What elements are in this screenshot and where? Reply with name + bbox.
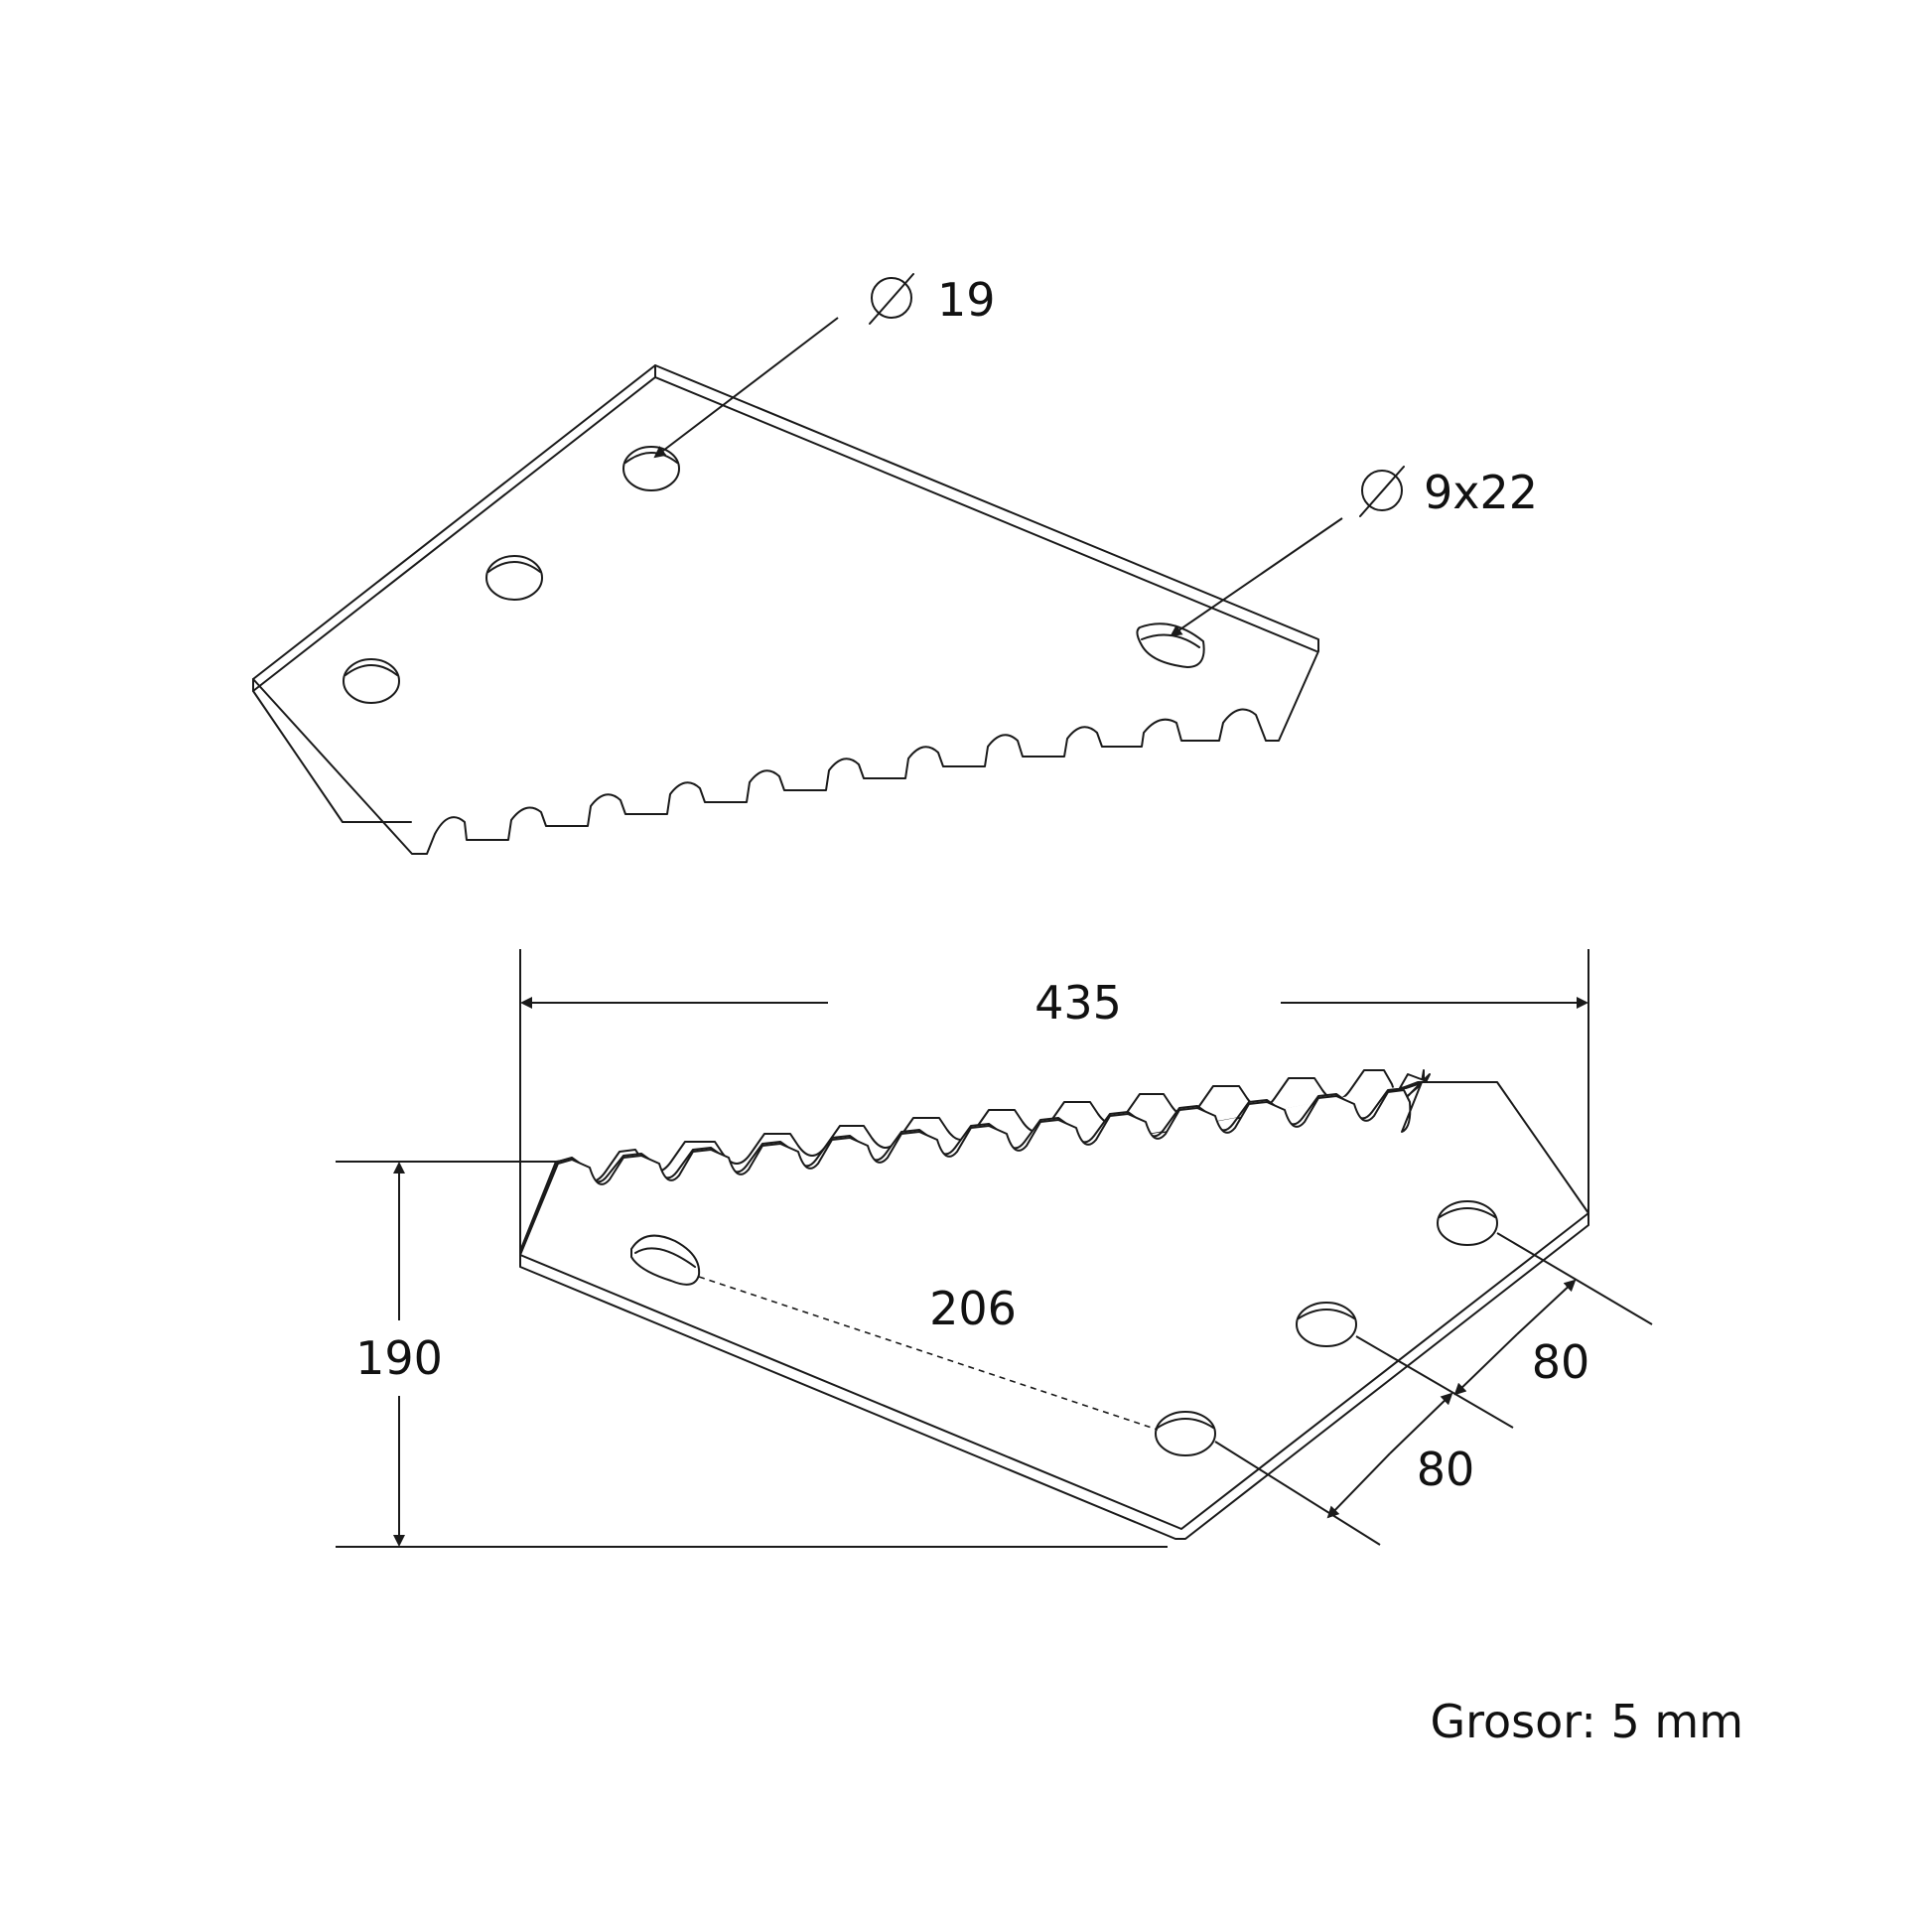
- extension-line-hole-3: [1496, 1232, 1653, 1325]
- dimension-80-pair: 80 80: [1214, 1232, 1653, 1546]
- dimension-label-435: 435: [1035, 976, 1122, 1030]
- dimension-arrow-80b-end: [1516, 1279, 1577, 1335]
- callout-label-19: 19: [937, 273, 996, 327]
- leader-line-9x22: [1170, 517, 1343, 637]
- extension-line-hole-2: [1355, 1335, 1514, 1429]
- dimension-label-190: 190: [355, 1331, 443, 1385]
- extension-line-hole-1: [1214, 1441, 1381, 1546]
- top-view-plate: [252, 364, 1319, 855]
- dashed-center-line: [698, 1276, 1159, 1431]
- diameter-icon: [869, 273, 914, 325]
- callout-label-9x22: 9x22: [1424, 466, 1538, 519]
- top-hole-1: [343, 658, 400, 704]
- top-plate-thickness-left: [252, 678, 412, 823]
- top-hole-3: [622, 446, 680, 491]
- callout-slot-9x22: 9x22: [1170, 466, 1538, 637]
- dimension-arrow-80a-start: [1326, 1452, 1391, 1519]
- dimension-label-80-upper: 80: [1532, 1335, 1590, 1389]
- dimension-label-80-lower: 80: [1417, 1443, 1475, 1496]
- bottom-plate-thickness-edge: [519, 1212, 1589, 1530]
- dimension-arrow-80b-start: [1453, 1333, 1518, 1396]
- thickness-note: Grosor: 5 mm: [1430, 1695, 1743, 1748]
- dimension-190: 190: [336, 1161, 1168, 1548]
- bottom-slot: [630, 1234, 701, 1286]
- leader-line-19: [653, 317, 839, 459]
- dimension-label-206: 206: [929, 1282, 1017, 1335]
- top-plate-thickness-diag: [252, 376, 656, 692]
- dimension-206: 206: [698, 1276, 1159, 1431]
- top-hole-2: [485, 555, 543, 601]
- bottom-plate-outline: [519, 1081, 1589, 1540]
- bottom-view-plate: [519, 1069, 1589, 1540]
- bottom-hole-2: [1296, 1302, 1357, 1347]
- bottom-hole-3: [1437, 1200, 1498, 1246]
- diameter-icon: [1359, 466, 1405, 517]
- callout-diameter-19: 19: [653, 273, 996, 459]
- top-plate-outline: [252, 364, 1319, 855]
- dimension-arrow-80a-end: [1389, 1392, 1453, 1454]
- dimension-435: 435: [519, 949, 1589, 1255]
- bottom-hole-1: [1155, 1411, 1216, 1456]
